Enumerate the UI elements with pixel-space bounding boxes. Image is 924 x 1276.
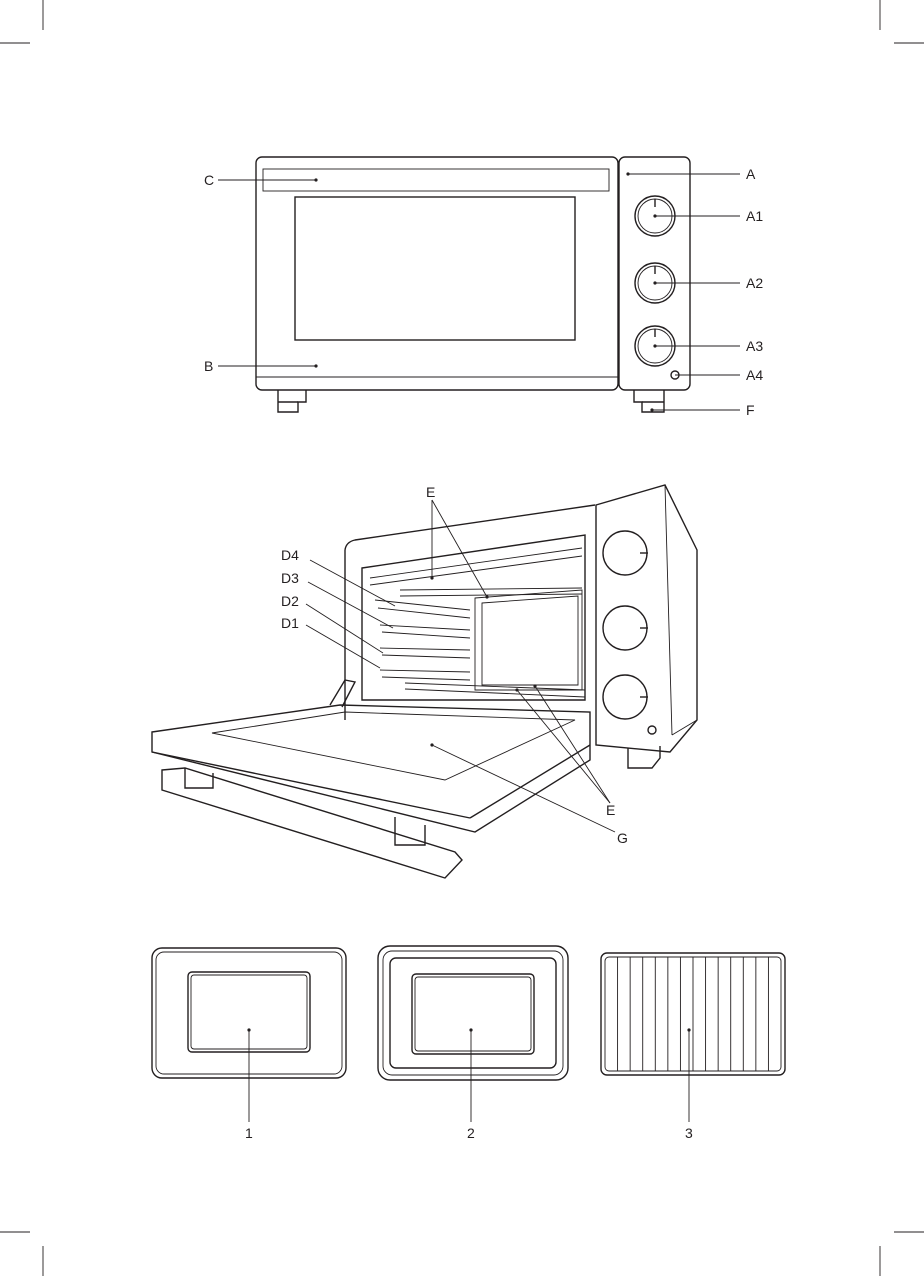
label-e-top: E [426, 484, 435, 500]
label-d2: D2 [281, 593, 299, 609]
label-a2: A2 [746, 275, 763, 291]
label-1: 1 [245, 1125, 253, 1141]
label-e-bottom: E [606, 802, 615, 818]
label-a: A [746, 166, 756, 182]
label-d4: D4 [281, 547, 299, 563]
label-3: 3 [685, 1125, 693, 1141]
label-d1: D1 [281, 615, 299, 631]
label-b: B [204, 358, 213, 374]
label-d3: D3 [281, 570, 299, 586]
accessory-3-wire-rack: 3 [600, 952, 786, 1141]
label-a4: A4 [746, 367, 763, 383]
label-c: C [204, 172, 214, 188]
label-a3: A3 [746, 338, 763, 354]
open-knobs [602, 530, 661, 769]
oven-open-view: E D4 D3 D2 D1 E G [151, 484, 698, 879]
accessory-1-tray: 1 [151, 947, 347, 1141]
label-f: F [746, 402, 755, 418]
label-a1: A1 [746, 208, 763, 224]
label-g: G [617, 830, 628, 846]
oven-door [151, 679, 591, 879]
label-2: 2 [467, 1125, 475, 1141]
feet [277, 390, 665, 413]
accessory-2-deep-tray: 2 [377, 945, 569, 1141]
oven-front-view: C A A1 A2 A3 A4 B F [204, 156, 763, 418]
